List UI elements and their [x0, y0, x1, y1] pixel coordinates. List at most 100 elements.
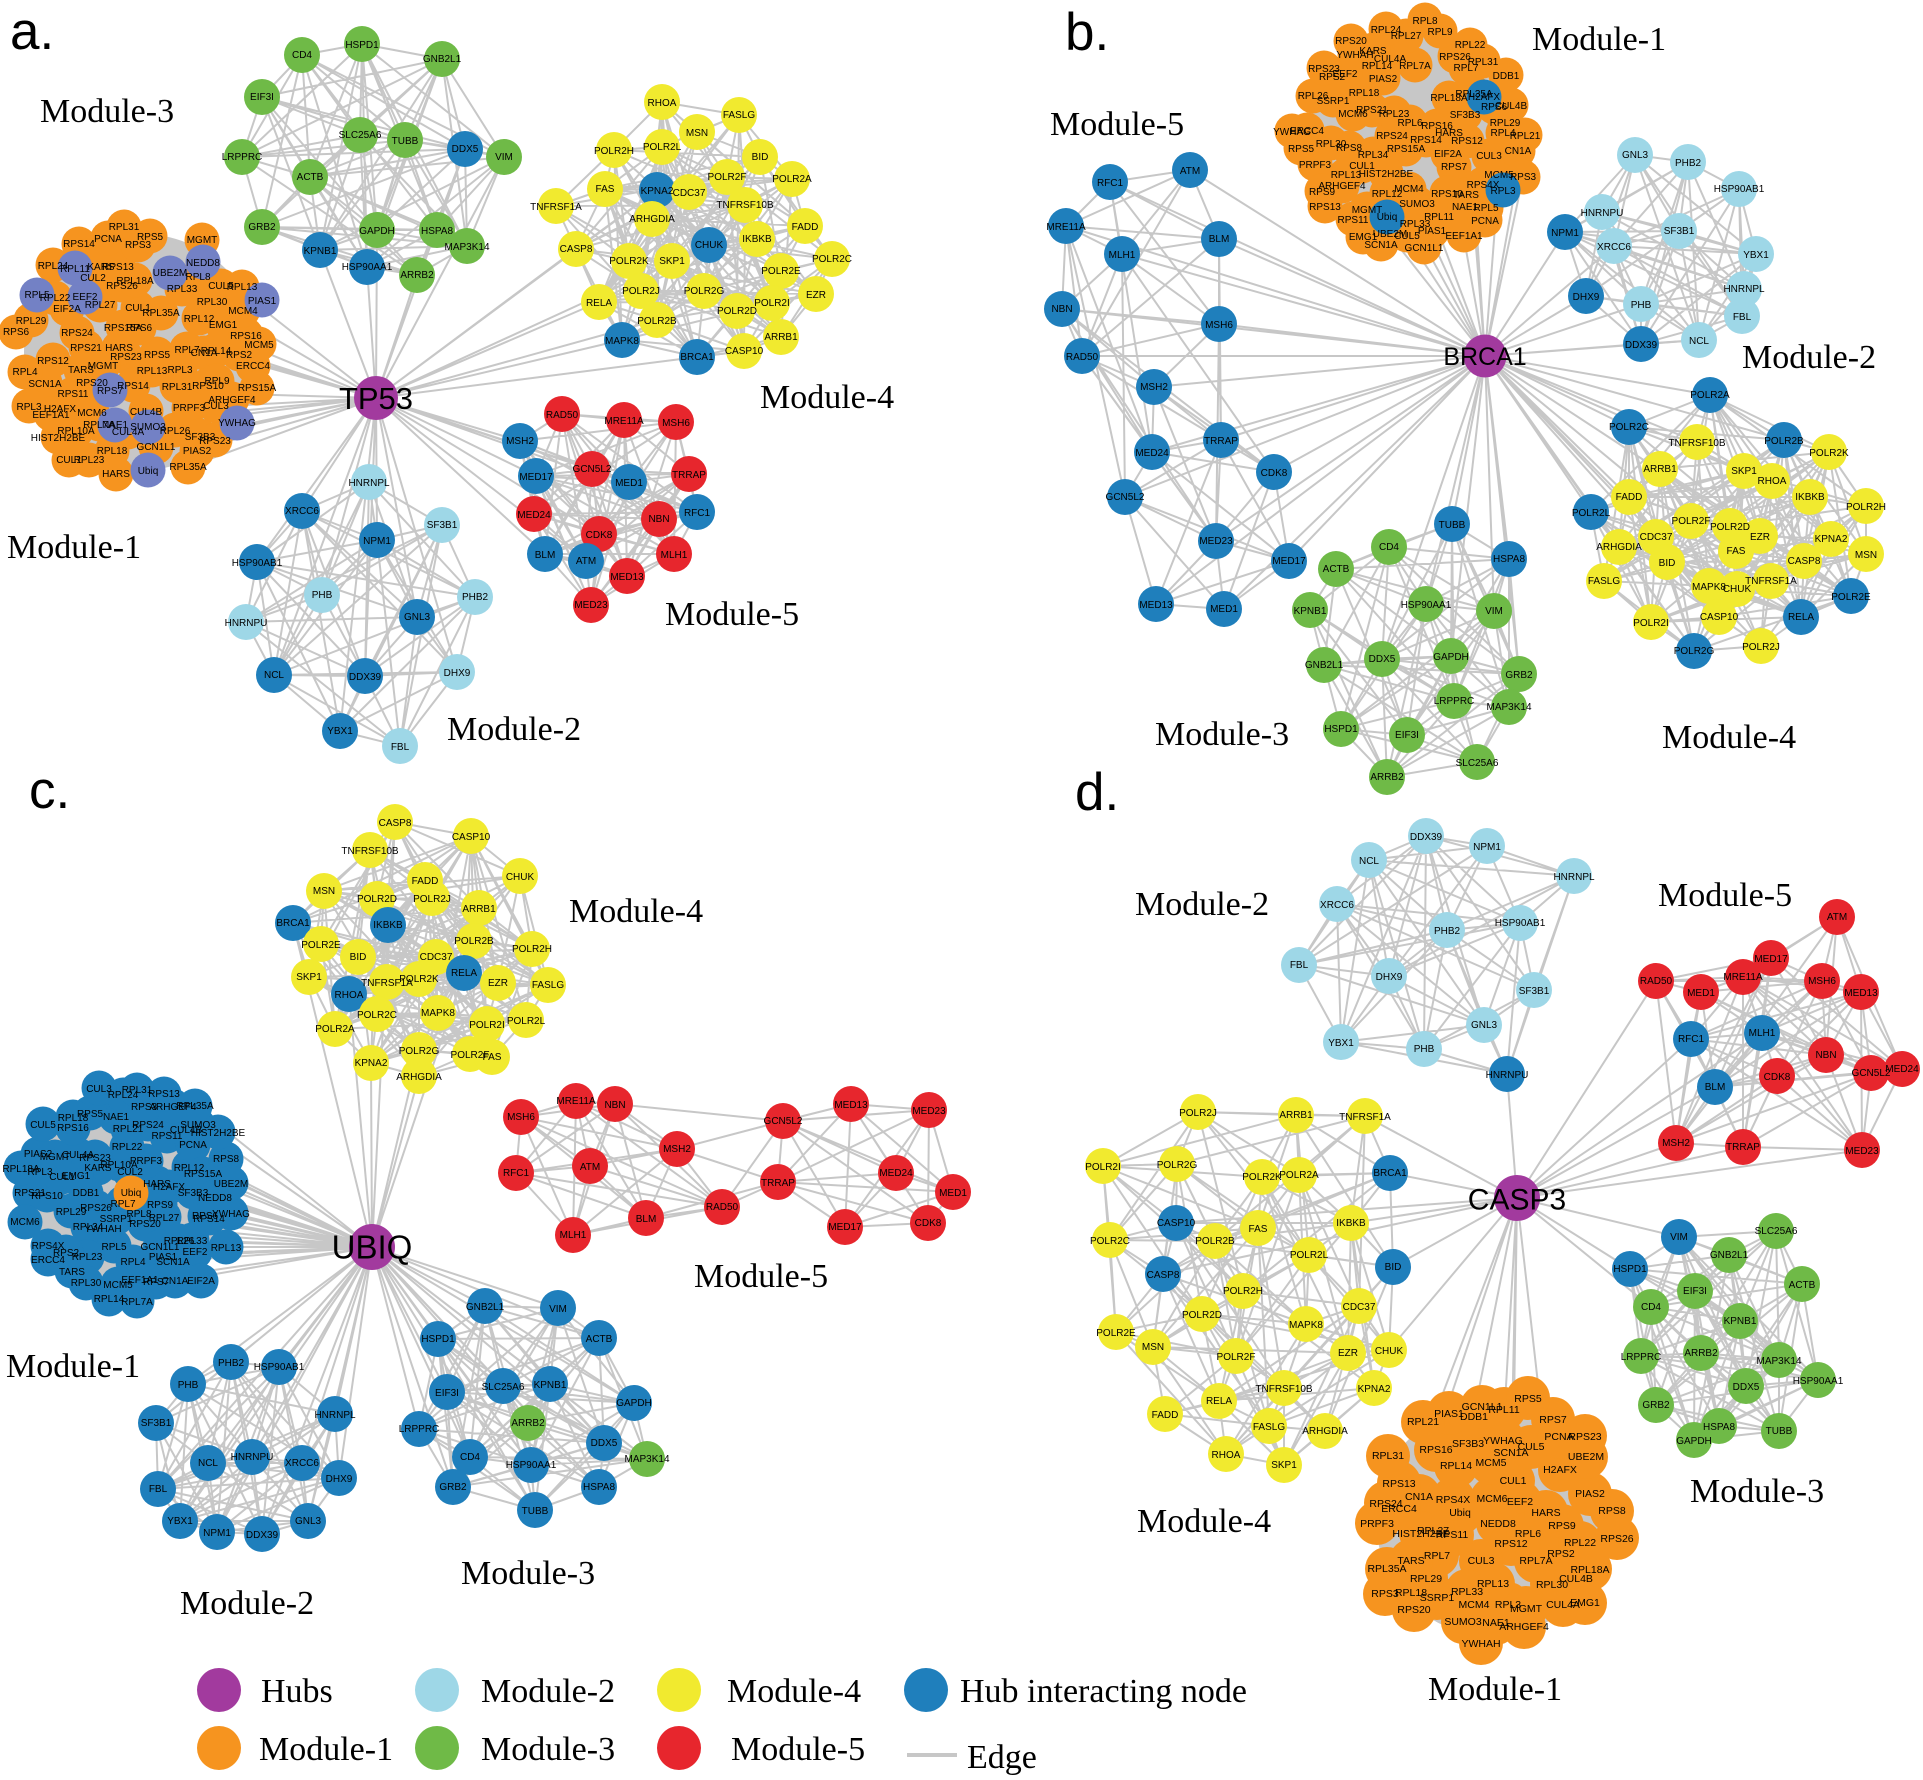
- svg-text:RPS7: RPS7: [1441, 162, 1468, 173]
- svg-text:Module-4: Module-4: [760, 379, 894, 416]
- svg-text:RPL6: RPL6: [1397, 118, 1422, 129]
- svg-text:RPS15A: RPS15A: [238, 383, 277, 394]
- svg-text:Module-3: Module-3: [1690, 1473, 1824, 1510]
- svg-text:GCN1L1: GCN1L1: [141, 1242, 180, 1253]
- svg-text:GCN5L2: GCN5L2: [1106, 492, 1145, 503]
- svg-text:MAPK8: MAPK8: [605, 336, 639, 347]
- svg-text:RPS23: RPS23: [199, 436, 231, 447]
- svg-text:ARRB2: ARRB2: [511, 1418, 545, 1429]
- svg-text:RPS5: RPS5: [144, 350, 171, 361]
- svg-text:CUL5: CUL5: [208, 281, 234, 292]
- svg-text:RPL35A: RPL35A: [142, 308, 180, 319]
- svg-text:SLC25A6: SLC25A6: [339, 130, 382, 141]
- svg-text:RPS23: RPS23: [110, 352, 142, 363]
- svg-text:RPS9: RPS9: [1309, 187, 1336, 198]
- svg-text:c.: c.: [29, 761, 70, 820]
- svg-text:HNRNPL: HNRNPL: [1553, 872, 1595, 883]
- svg-text:Hub interacting node: Hub interacting node: [960, 1673, 1247, 1710]
- svg-text:CASP8: CASP8: [1147, 1270, 1180, 1281]
- svg-text:MED13: MED13: [834, 1100, 868, 1111]
- svg-text:TUBB: TUBB: [1439, 520, 1466, 531]
- svg-text:ARRB2: ARRB2: [1684, 1348, 1718, 1359]
- svg-text:DDX39: DDX39: [1625, 340, 1658, 351]
- svg-text:TARS: TARS: [1397, 1555, 1424, 1567]
- svg-text:SKP1: SKP1: [1271, 1460, 1297, 1471]
- svg-text:POLR2K: POLR2K: [1242, 1172, 1282, 1183]
- svg-text:RPL33: RPL33: [167, 284, 198, 295]
- svg-text:PRPF3: PRPF3: [173, 403, 206, 414]
- svg-text:CHUK: CHUK: [695, 240, 724, 251]
- svg-text:UBE2M: UBE2M: [1373, 229, 1407, 240]
- svg-text:CUL4B: CUL4B: [1495, 101, 1528, 112]
- svg-text:Module-1: Module-1: [1428, 1671, 1562, 1708]
- svg-text:EMG1: EMG1: [1349, 232, 1378, 243]
- svg-text:HSPD1: HSPD1: [1324, 724, 1358, 735]
- svg-text:RAD50: RAD50: [546, 410, 579, 421]
- svg-text:Module-1: Module-1: [6, 1348, 140, 1385]
- svg-text:RPL10A: RPL10A: [100, 1160, 138, 1171]
- svg-text:POLR2F: POLR2F: [451, 1050, 490, 1061]
- svg-text:RPL8: RPL8: [1412, 16, 1437, 27]
- svg-text:CASP3: CASP3: [1468, 1184, 1566, 1217]
- svg-text:RPS13: RPS13: [1382, 1478, 1415, 1490]
- svg-text:CD4: CD4: [1641, 1302, 1661, 1313]
- svg-text:YWHAG: YWHAG: [1273, 127, 1311, 138]
- svg-text:POLR2E: POLR2E: [301, 940, 341, 951]
- svg-text:RPL11: RPL11: [1424, 212, 1454, 223]
- svg-text:GCN5L2: GCN5L2: [1852, 1068, 1891, 1079]
- svg-text:SLC25A6: SLC25A6: [1456, 758, 1499, 769]
- svg-text:POLR2K: POLR2K: [1809, 448, 1849, 459]
- svg-text:PHB: PHB: [1631, 300, 1652, 311]
- svg-text:RPL7A: RPL7A: [1519, 1555, 1552, 1567]
- svg-text:HSPA8: HSPA8: [1703, 1422, 1735, 1433]
- svg-text:RPS6: RPS6: [126, 323, 153, 334]
- svg-text:CD4: CD4: [1379, 542, 1399, 553]
- svg-text:ARRB1: ARRB1: [1279, 1110, 1313, 1121]
- svg-text:PIAS2: PIAS2: [24, 1149, 53, 1160]
- svg-text:RPL18A: RPL18A: [1570, 1564, 1609, 1576]
- svg-text:RELA: RELA: [451, 968, 477, 979]
- svg-text:POLR2C: POLR2C: [812, 254, 852, 265]
- svg-text:SLC25A6: SLC25A6: [482, 1382, 525, 1393]
- svg-text:RPS11: RPS11: [58, 389, 89, 400]
- svg-text:MAPK8: MAPK8: [421, 1008, 455, 1019]
- svg-text:d.: d.: [1075, 763, 1119, 822]
- svg-text:VIM: VIM: [1670, 1232, 1688, 1243]
- svg-text:EIF2A: EIF2A: [187, 1276, 215, 1287]
- svg-text:TRRAP: TRRAP: [761, 1178, 795, 1189]
- svg-text:GCN1L1: GCN1L1: [1405, 243, 1444, 254]
- svg-text:RPS3: RPS3: [1371, 1588, 1399, 1600]
- svg-text:EIF3I: EIF3I: [1683, 1286, 1707, 1297]
- svg-text:RPL18: RPL18: [58, 1113, 89, 1124]
- svg-text:MED24: MED24: [1135, 448, 1169, 459]
- svg-text:RPL7: RPL7: [1453, 63, 1478, 74]
- svg-text:MSH2: MSH2: [663, 1144, 691, 1155]
- svg-text:MED23: MED23: [574, 600, 608, 611]
- svg-text:HSPD1: HSPD1: [1613, 1264, 1647, 1275]
- svg-text:YWHAH: YWHAH: [1461, 1638, 1500, 1650]
- svg-text:Module-4: Module-4: [727, 1673, 861, 1710]
- svg-text:POLR2C: POLR2C: [1090, 1236, 1130, 1247]
- svg-text:ERCC4: ERCC4: [1381, 1503, 1417, 1515]
- svg-text:Module-2: Module-2: [180, 1585, 314, 1622]
- svg-text:SKP1: SKP1: [296, 972, 322, 983]
- svg-text:MSH2: MSH2: [1140, 382, 1168, 393]
- svg-text:HSP90AA1: HSP90AA1: [1401, 600, 1452, 611]
- svg-text:EIF2A: EIF2A: [1434, 149, 1462, 160]
- svg-text:YBX1: YBX1: [327, 726, 353, 737]
- svg-text:RPS5: RPS5: [1288, 144, 1315, 155]
- svg-text:ARHGEF4: ARHGEF4: [208, 395, 256, 406]
- svg-text:XRCC6: XRCC6: [1597, 242, 1631, 253]
- svg-text:RPL4: RPL4: [120, 1257, 145, 1268]
- svg-text:TRRAP: TRRAP: [1204, 436, 1238, 447]
- svg-text:CUL2: CUL2: [117, 1167, 143, 1178]
- svg-text:CD4: CD4: [292, 50, 312, 61]
- svg-text:BLM: BLM: [535, 550, 556, 561]
- svg-text:RPL5: RPL5: [24, 290, 49, 301]
- svg-text:POLR2J: POLR2J: [1179, 1108, 1217, 1119]
- svg-text:MCM6: MCM6: [77, 408, 107, 419]
- svg-text:ATM: ATM: [1827, 912, 1847, 923]
- svg-text:NAE1: NAE1: [103, 1112, 130, 1123]
- svg-text:CUL5: CUL5: [30, 1120, 56, 1131]
- svg-text:YWHAG: YWHAG: [218, 418, 256, 429]
